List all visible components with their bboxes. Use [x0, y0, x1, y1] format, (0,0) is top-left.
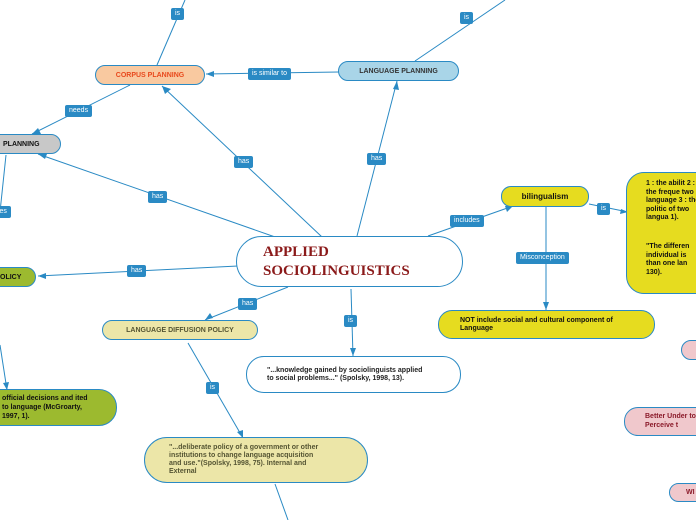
language-diffusion-policy-node[interactable]: LANGUAGE DIFFUSION POLICY	[102, 320, 258, 340]
center-node[interactable]: APPLIED SOCIOLINGUISTICS	[236, 236, 463, 287]
difference-text: "The differen individual is than one lan…	[646, 242, 690, 276]
link-label-has-corpus: has	[234, 156, 254, 168]
link-label-ces: ces	[0, 206, 11, 218]
not-include-node[interactable]: NOT include social and cultural componen…	[438, 310, 655, 339]
policy-left-node[interactable]: OLICY	[0, 267, 36, 287]
language-planning-node[interactable]: LANGUAGE PLANNING	[338, 61, 459, 81]
diffusion-quote-text: "...deliberate policy of a government or…	[169, 444, 319, 475]
bilingualism-label: bilingualism	[521, 192, 569, 201]
corpus-planning-node[interactable]: CORPUS PLANNING	[95, 65, 205, 85]
link-label-is-similar-to: is similar to	[248, 68, 292, 80]
bilingualism-node[interactable]: bilingualism	[501, 186, 589, 207]
link-label-includes: includes	[450, 215, 484, 227]
better-understand-node[interactable]: Better Under to Perceive t	[624, 407, 696, 436]
link-label-misconception: Misconception	[516, 252, 569, 264]
link-label-needs: needs	[65, 105, 93, 117]
planning-left-node[interactable]: PLANNING	[0, 134, 61, 154]
official-decisions-text: official decisions and ited to language …	[2, 395, 88, 420]
link-label-has-planning: has	[148, 191, 168, 203]
center-title: APPLIED SOCIOLINGUISTICS	[263, 243, 410, 279]
diffusion-quote-node[interactable]: "...deliberate policy of a government or…	[144, 437, 368, 483]
link-label-has-language-planning: has	[367, 153, 387, 165]
knowledge-quote-node[interactable]: "...knowledge gained by sociolinguists a…	[246, 356, 461, 393]
wi-label: WI	[686, 489, 695, 496]
corpus-planning-label: CORPUS PLANNING	[115, 71, 185, 79]
not-include-text: NOT include social and cultural componen…	[460, 316, 613, 332]
link-label-is-corpus: is	[171, 8, 185, 20]
knowledge-quote-text: "...knowledge gained by sociolinguists a…	[267, 366, 423, 382]
link-label-has-diffusion: has	[238, 298, 258, 310]
language-planning-label: LANGUAGE PLANNING	[359, 67, 438, 75]
link-label-is-knowledge: is	[344, 315, 358, 327]
wi-node[interactable]: WI	[669, 483, 696, 502]
link-label-is-diffusion: is	[206, 382, 220, 394]
planning-left-label: PLANNING	[3, 140, 40, 148]
official-decisions-node[interactable]: official decisions and ited to language …	[0, 389, 117, 426]
policy-left-label: OLICY	[0, 273, 22, 281]
link-label-is-language-planning: is	[460, 12, 474, 24]
bilingualism-definition-node[interactable]: 1 : the abilit 2 : the freque two langua…	[626, 172, 696, 294]
link-label-is-bilingualism: is	[597, 203, 611, 215]
link-label-has-policy: has	[127, 265, 147, 277]
pink-node-small[interactable]	[681, 340, 696, 360]
language-diffusion-policy-label: LANGUAGE DIFFUSION POLICY	[126, 326, 234, 334]
ability-text: 1 : the abilit 2 : the freque two langua…	[646, 180, 696, 222]
better-understand-text: Better Under to Perceive t	[645, 412, 696, 429]
